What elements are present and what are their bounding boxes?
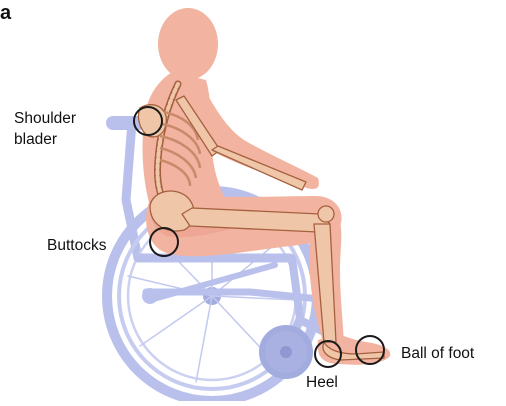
- panel-letter: a: [0, 2, 11, 25]
- shoulder-label-line2: blader: [14, 131, 57, 149]
- shoulder-label-line1: Shoulder: [14, 110, 76, 128]
- ball-of-foot-label: Ball of foot: [401, 345, 474, 363]
- head: [158, 8, 218, 80]
- axle-stub: [142, 288, 158, 304]
- buttocks-label: Buttocks: [47, 237, 106, 255]
- caster-hub: [280, 346, 292, 358]
- heel-label: Heel: [306, 374, 338, 392]
- patella: [318, 206, 334, 222]
- seated-figure: [138, 8, 390, 365]
